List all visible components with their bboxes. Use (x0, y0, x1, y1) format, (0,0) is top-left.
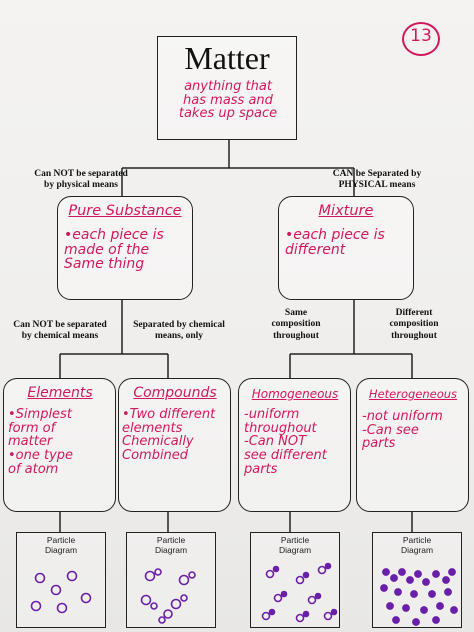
compounds-box (118, 378, 231, 512)
page-number: 13 (410, 26, 432, 46)
page-number-circle (402, 22, 440, 56)
mixture-box (278, 196, 414, 300)
heterogeneous-note: -not uniform -Can see parts (362, 409, 443, 452)
heterogeneous-box (356, 378, 469, 512)
pure-substance-box (57, 196, 193, 300)
homogeneous-note: -uniform throughout -Can NOT see differe… (244, 407, 327, 477)
label-different-composition: Different composition throughout (389, 308, 439, 341)
heterogeneous-title: Heterogeneous (368, 387, 458, 401)
matter-title: Matter (184, 40, 270, 76)
mixture-title: Mixture (318, 203, 374, 219)
matter-definition: anything that has mass and takes up spac… (178, 79, 278, 122)
particle-label-homogeneous: Particle Diagram (278, 535, 312, 555)
label-chemical-only: Separated by chemical means, only (133, 320, 225, 342)
label-same-composition: Same composition throughout (271, 308, 321, 341)
elements-note: •Simplest form of matter •one type of at… (8, 407, 74, 477)
compounds-title: Compounds (133, 385, 217, 401)
particle-label-elements: Particle Diagram (44, 535, 78, 555)
homogeneous-title: Homogeneous (251, 387, 339, 401)
label-physical: CAN be Separated by PHYSICAL means (332, 169, 422, 191)
particle-label-compounds: Particle Diagram (154, 535, 188, 555)
elements-box (3, 378, 116, 512)
compounds-note: •Two different elements Chemically Combi… (122, 407, 216, 463)
particle-label-heterogeneous: Particle Diagram (400, 535, 434, 555)
homogeneous-box (238, 378, 351, 512)
mixture-note: •each piece is different (285, 227, 385, 258)
pure-substance-title: Pure Substance (68, 203, 182, 219)
label-not-chemical: Can NOT be separated by chemical means (13, 320, 107, 342)
pure-substance-note: •each piece is made of the Same thing (64, 227, 164, 273)
label-not-physical: Can NOT be separated by physical means (34, 169, 128, 191)
elements-title: Elements (27, 385, 93, 401)
matter-box (157, 36, 297, 140)
